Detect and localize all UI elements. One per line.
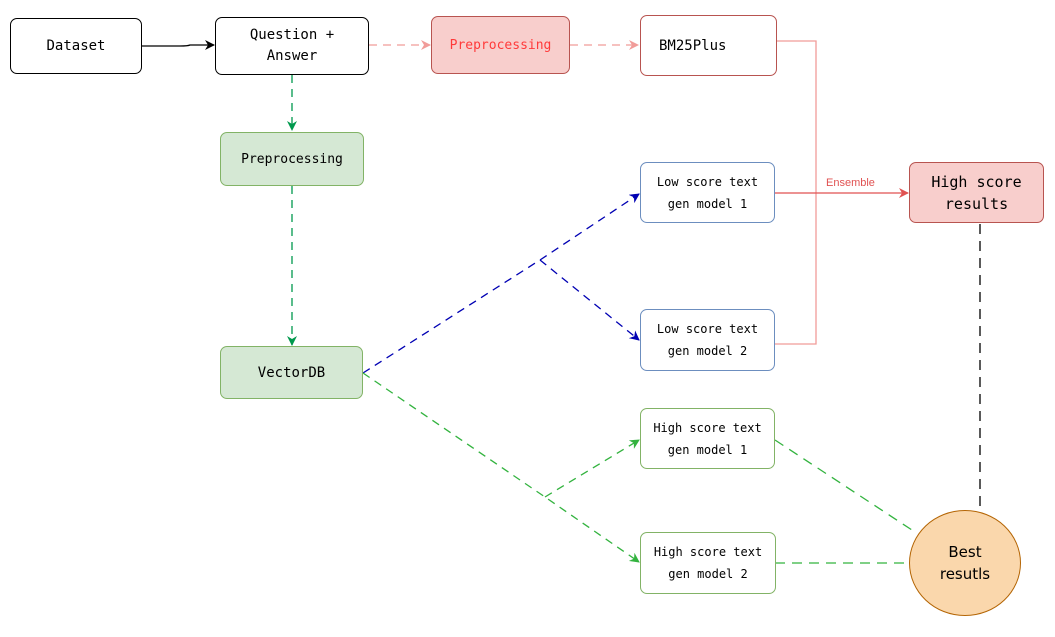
edge-dataset-to-qa [142, 40, 215, 50]
low-score-model-2-node[interactable]: Low score text gen model 2 [640, 309, 775, 371]
edge-bm25-to-ensemble [777, 40, 817, 193]
best-results-node[interactable]: Best resutls [909, 510, 1021, 616]
dataset-node[interactable]: Dataset [10, 18, 142, 74]
preprocessing-red-node[interactable]: Preprocessing [431, 16, 570, 74]
high-score-model-2-node[interactable]: High score text gen model 2 [640, 532, 776, 594]
ensemble-label: Ensemble [825, 177, 876, 189]
edge-vectordb-to-high1 [544, 439, 640, 498]
question-answer-node[interactable]: Question + Answer [215, 17, 369, 75]
edge-vectordb-to-low1 [362, 193, 640, 374]
preprocessing-green-node[interactable]: Preprocessing [220, 132, 364, 186]
edge-high1-to-best [774, 439, 916, 533]
bm25plus-node[interactable]: BM25Plus [640, 15, 777, 76]
high-score-results-node[interactable]: High score results [909, 162, 1044, 223]
low-score-model-1-node[interactable]: Low score text gen model 1 [640, 162, 775, 223]
edge-low2-to-ensemble [775, 193, 817, 345]
vectordb-node[interactable]: VectorDB [220, 346, 363, 399]
high-score-model-1-node[interactable]: High score text gen model 1 [640, 408, 775, 469]
edge-vectordb-to-high2 [362, 372, 640, 563]
edge-vectordb-to-low2 [539, 259, 640, 341]
